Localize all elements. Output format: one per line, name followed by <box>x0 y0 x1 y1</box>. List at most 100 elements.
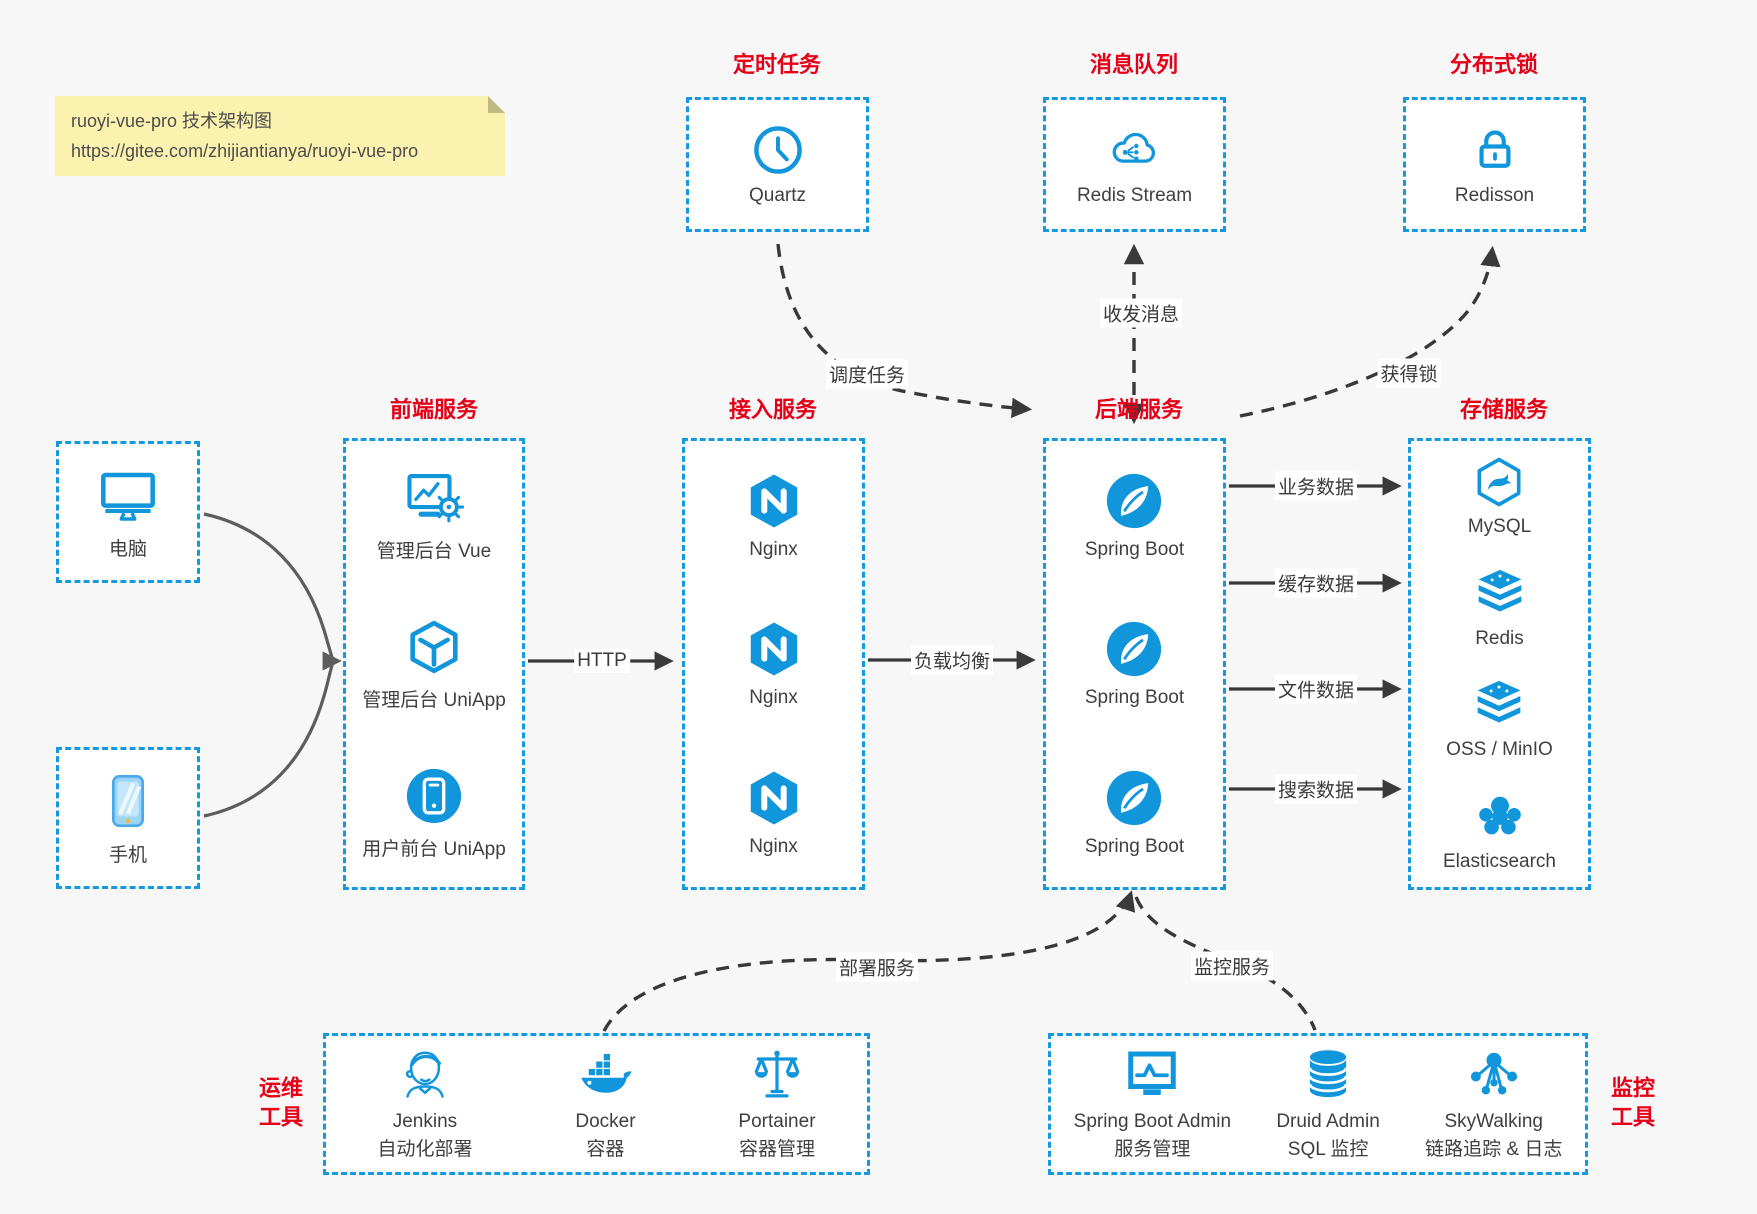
portainer-icon <box>754 1050 800 1097</box>
gateway-item-nginx-3: Nginx <box>743 767 805 858</box>
portainer-label: Portainer 容器管理 <box>738 1110 816 1161</box>
title-backend-services: 后端服务 <box>1094 397 1184 422</box>
spring-boot-label: Spring Boot <box>1084 836 1185 858</box>
http-label: HTTP <box>574 649 630 673</box>
title-gateway-services: 接入服务 <box>728 397 818 422</box>
ops-item-portainer: Portainer 容器管理 <box>738 1044 816 1165</box>
gateway-item-nginx-2: Nginx <box>743 618 805 709</box>
elasticsearch-icon <box>1478 796 1521 835</box>
title-monitoring-tools: 监控 工具 <box>1610 1075 1656 1129</box>
nginx-icon <box>750 474 797 528</box>
druid-icon <box>1308 1049 1348 1097</box>
nginx-icon <box>750 771 797 825</box>
druid-label: Druid Admin SQL 监控 <box>1276 1110 1380 1161</box>
oss-minio-label: OSS / MinIO <box>1446 739 1553 761</box>
title-storage-services: 存储服务 <box>1459 397 1549 422</box>
phone-icon <box>112 775 144 827</box>
clock-icon <box>753 126 802 174</box>
springboot-admin-label: Spring Boot Admin 服务管理 <box>1073 1110 1232 1161</box>
business-data-label: 业务数据 <box>1274 471 1358 501</box>
gateway-services-box: Nginx Nginx Nginx <box>682 438 865 890</box>
mysql-label: MySQL <box>1467 516 1532 538</box>
storage-item-mysql: MySQL <box>1468 455 1531 538</box>
phone-client-box: 手机 <box>56 747 200 889</box>
monitoring-tools-box: Spring Boot Admin 服务管理 Druid Admin SQL 监… <box>1048 1033 1588 1175</box>
frontend-vue-label: 管理后台 Vue <box>376 541 492 563</box>
ops-item-jenkins: Jenkins 自动化部署 <box>377 1044 472 1165</box>
monitoring-item-skywalking: SkyWalking 链路追踪 & 日志 <box>1425 1044 1562 1165</box>
backend-item-spring-3: Spring Boot <box>1085 767 1184 858</box>
redis-stream-box: Redis Stream <box>1043 97 1226 232</box>
docker-label: Docker 容器 <box>575 1110 636 1161</box>
spring-boot-label: Spring Boot <box>1084 687 1185 709</box>
ops-tools-box: Jenkins 自动化部署 Docker 容器 <box>323 1033 870 1175</box>
jenkins-icon <box>405 1051 444 1098</box>
note-fold-corner <box>488 96 505 113</box>
storage-stack-icon <box>1478 681 1521 723</box>
nginx-icon <box>750 623 797 676</box>
redis-label: Redis <box>1475 627 1524 649</box>
file-data-label: 文件数据 <box>1274 674 1358 704</box>
desktop-label: 电脑 <box>108 539 147 560</box>
load-balance-label: 负载均衡 <box>910 645 994 675</box>
frontend-item-admin-uniapp: 管理后台 UniApp <box>362 616 506 712</box>
sticky-note: ruoyi-vue-pro 技术架构图 https://gitee.com/zh… <box>55 96 505 176</box>
message-queue-label: 收发消息 <box>1099 298 1183 328</box>
desktop-icon <box>101 472 155 521</box>
spring-boot-icon <box>1107 473 1162 528</box>
phone-label: 手机 <box>108 845 147 866</box>
storage-item-elasticsearch: Elasticsearch <box>1443 790 1556 873</box>
redis-stream-label: Redis Stream <box>1076 185 1193 206</box>
springboot-admin-icon <box>1128 1051 1177 1095</box>
jenkins-label: Jenkins 自动化部署 <box>377 1110 473 1161</box>
schedule-task-label: 调度任务 <box>825 359 909 389</box>
frontend-admin-uniapp-label: 管理后台 UniApp <box>362 689 506 711</box>
client-merge-curves <box>203 512 342 818</box>
lock-arrow <box>1239 245 1501 418</box>
nginx-label: Nginx <box>749 687 798 709</box>
elasticsearch-label: Elasticsearch <box>1443 850 1556 872</box>
frontend-item-vue: 管理后台 Vue <box>377 467 491 563</box>
storage-item-redis: Redis <box>1473 567 1527 650</box>
skywalking-label: SkyWalking 链路追踪 & 日志 <box>1425 1110 1563 1161</box>
lock-label: 获得锁 <box>1377 358 1441 388</box>
frontend-services-box: 管理后台 Vue 管理后台 UniApp 用户前台 UniApp <box>343 438 525 890</box>
admin-vue-icon <box>407 474 465 523</box>
note-url: https://gitee.com/zhijiantianya/ruoyi-vu… <box>71 141 419 161</box>
monitor-label: 监控服务 <box>1190 951 1274 981</box>
monitoring-item-springboot-admin: Spring Boot Admin 服务管理 <box>1074 1044 1231 1165</box>
note-title: ruoyi-vue-pro 技术架构图 <box>71 111 273 131</box>
desktop-client-box: 电脑 <box>56 441 200 583</box>
backend-item-spring-1: Spring Boot <box>1085 470 1184 561</box>
quartz-label: Quartz <box>748 185 807 206</box>
storage-services-box: MySQL Redis OSS / MinIO <box>1408 438 1591 890</box>
cloud-share-icon <box>1113 132 1156 163</box>
title-distributed-lock: 分布式锁 <box>1449 52 1539 77</box>
spring-boot-icon <box>1107 622 1162 677</box>
redis-stack-icon <box>1478 569 1521 612</box>
skywalking-icon <box>1470 1052 1517 1094</box>
title-message-queue: 消息队列 <box>1089 52 1179 77</box>
docker-icon <box>581 1053 633 1093</box>
search-data-label: 搜索数据 <box>1274 774 1358 804</box>
cache-data-label: 缓存数据 <box>1274 568 1358 598</box>
redisson-label: Redisson <box>1454 185 1535 206</box>
frontend-item-user-uniapp: 用户前台 UniApp <box>362 765 506 861</box>
nginx-label: Nginx <box>749 538 798 560</box>
backend-item-spring-2: Spring Boot <box>1085 618 1184 709</box>
storage-item-oss-minio: OSS / MinIO <box>1446 678 1553 761</box>
frontend-user-uniapp-label: 用户前台 UniApp <box>362 838 506 860</box>
title-frontend-services: 前端服务 <box>389 397 479 422</box>
spring-boot-icon <box>1107 771 1162 826</box>
backend-services-box: Spring Boot Spring Boot Spring Boot <box>1043 438 1226 890</box>
quartz-box: Quartz <box>686 97 869 232</box>
gateway-item-nginx-1: Nginx <box>743 470 805 561</box>
mysql-icon <box>1477 457 1521 507</box>
lock-icon <box>1478 130 1511 168</box>
redisson-box: Redisson <box>1403 97 1586 232</box>
title-ops-tools: 运维 工具 <box>258 1075 304 1129</box>
solid-arrows <box>528 476 1402 799</box>
deploy-label: 部署服务 <box>835 952 919 982</box>
user-app-icon <box>406 768 462 823</box>
